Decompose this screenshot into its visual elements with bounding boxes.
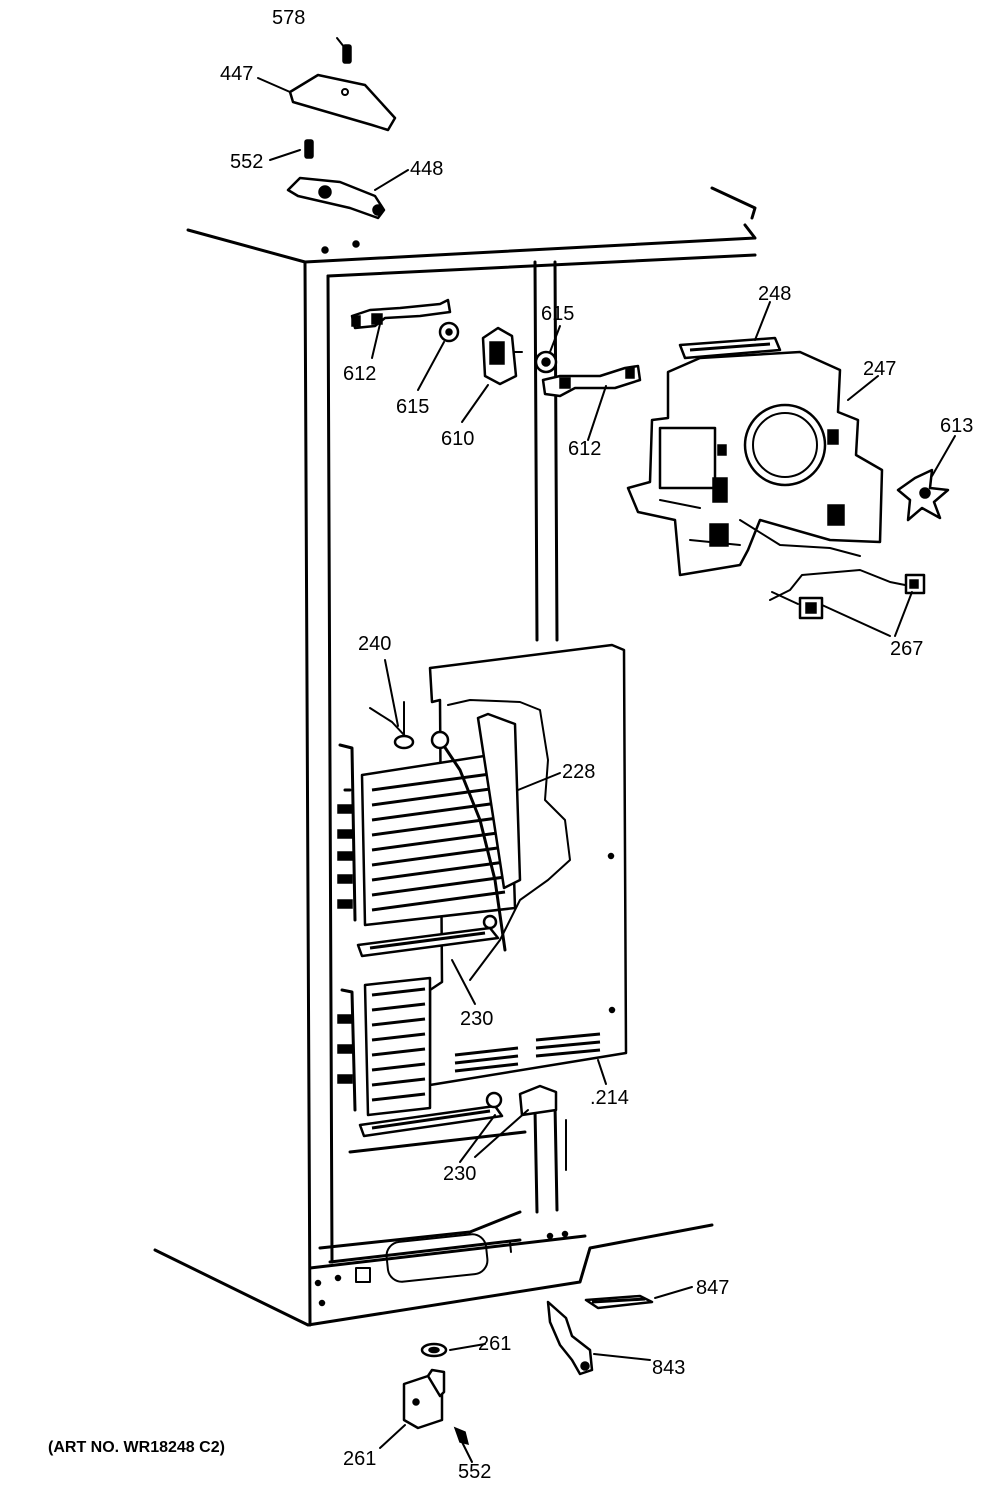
part-267-harness [739,519,926,620]
part-612-bracket-right [541,364,642,398]
callout-448: 448 [410,158,443,180]
coil-bends-left [337,804,353,909]
part-552-screw-top [304,139,314,159]
coil-bends-left-lower [337,1014,353,1084]
part-230-drain-bracket [518,1084,558,1117]
coil-fins-lower [371,987,426,1102]
part-448-top-hinge [286,176,386,220]
callout-labels: 578 447 552 448 612 615 610 615 612 248 … [48,7,973,1483]
callout-261-left: 261 [343,1448,376,1470]
callout-610: 610 [441,428,474,450]
part-612-bracket-left [350,298,452,330]
callout-843: 843 [652,1357,685,1379]
callout-248: 248 [758,283,791,305]
part-261-washer [420,1342,448,1358]
part-214-evaporator-cover [428,643,628,1087]
part-615-fitting-right [534,350,558,374]
callout-447: 447 [220,63,253,85]
part-248-grille-strip [678,336,782,360]
callout-228: 228 [562,761,595,783]
part-447-hinge-cover [288,73,397,132]
part-240-sensor [369,701,415,750]
callout-240: 240 [358,633,391,655]
liner-lower-edges [348,1130,527,1154]
part-610-switch [481,326,523,386]
leader-lines [257,77,956,1463]
coil-fins-upper [371,770,506,912]
callout-615-right: 615 [541,303,574,325]
callout-230-lower: 230 [443,1163,476,1185]
part-247-fan-housing [626,350,884,577]
callout-578: 578 [272,7,305,29]
part-261-bottom-hinge [402,1368,446,1430]
evaporator-coil-upper [337,712,522,927]
part-615-fitting-left [438,321,460,343]
callout-613: 613 [940,415,973,437]
center-divider-channel [533,260,567,1214]
part-843-bracket [546,1300,594,1376]
callout-267: 267 [890,638,923,660]
part-230-heater-upper [356,914,500,958]
callout-612-left: 612 [343,363,376,385]
callout-552-top: 552 [230,151,263,173]
cabinet-case [153,186,757,1327]
art-number: (ART NO. WR18248 C2) [48,1439,225,1456]
callout-847: 847 [696,1277,729,1299]
part-552-screw-bottom [453,1426,470,1446]
part-847-strip [584,1294,654,1310]
part-578-screw [336,37,352,64]
callout-214: .214 [590,1087,629,1109]
callout-615-left: 615 [396,396,429,418]
callout-612-right: 612 [568,438,601,460]
part-230-heater-lower [358,1091,504,1138]
callout-230-upper: 230 [460,1008,493,1030]
part-228-defrost-wire [430,730,507,952]
evaporator-coil-lower [337,976,432,1117]
callout-552-bottom: 552 [458,1461,491,1483]
callout-261-right: 261 [478,1333,511,1355]
callout-247: 247 [863,358,896,380]
part-613-fan-blade [896,468,950,522]
